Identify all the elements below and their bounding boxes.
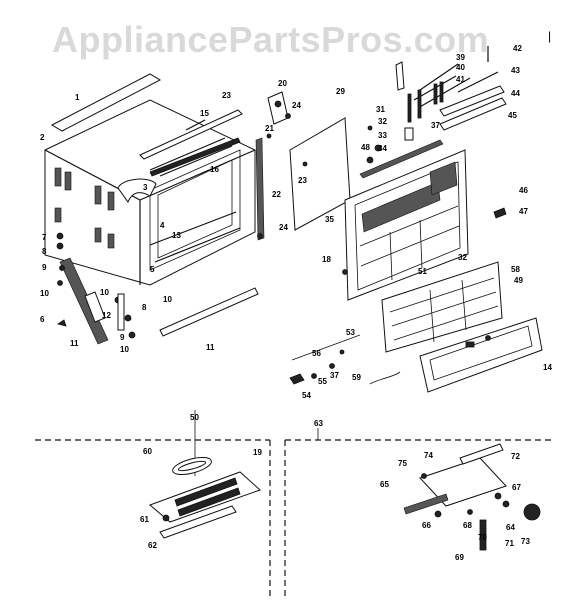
section-dividers xyxy=(35,410,555,600)
callout-c63: 63 xyxy=(314,419,323,428)
callout-c20: 20 xyxy=(278,79,287,88)
callout-c39: 39 xyxy=(456,53,465,62)
callout-c10a: 10 xyxy=(40,289,49,298)
callout-c32b: 32 xyxy=(458,253,467,262)
callout-c15: 15 xyxy=(200,109,209,118)
callout-c49: 49 xyxy=(514,276,523,285)
callout-c11a: 11 xyxy=(70,339,79,348)
callout-c35: 35 xyxy=(325,215,334,224)
callout-c50: 50 xyxy=(190,413,199,422)
callout-c62: 62 xyxy=(148,541,157,550)
callout-c29: 29 xyxy=(336,87,345,96)
callout-c10b: 10 xyxy=(100,288,109,297)
callout-c13: 13 xyxy=(172,231,181,240)
callout-c69: 69 xyxy=(455,553,464,562)
callout-c60: 60 xyxy=(143,447,152,456)
callout-c65: 65 xyxy=(380,480,389,489)
callout-c10c: 10 xyxy=(163,295,172,304)
cabinet-assembly xyxy=(44,73,259,345)
cabinet-louvers xyxy=(54,167,115,249)
callout-c21: 21 xyxy=(265,124,274,133)
callout-c58: 58 xyxy=(511,265,520,274)
callout-c24b: 24 xyxy=(279,223,288,232)
front-grille-assembly xyxy=(342,125,507,301)
callout-c1: 1 xyxy=(75,93,80,102)
callout-c18: 18 xyxy=(322,255,331,264)
callout-c64: 64 xyxy=(506,523,515,532)
callout-c37b: 37 xyxy=(330,371,339,380)
corner-mark: | xyxy=(548,29,551,43)
callout-c5: 5 xyxy=(150,265,155,274)
callout-c41: 41 xyxy=(456,75,465,84)
callout-c9a: 9 xyxy=(42,263,47,272)
callout-c8b: 8 xyxy=(142,303,147,312)
callout-c51: 51 xyxy=(418,267,427,276)
callout-c24a: 24 xyxy=(292,101,301,110)
callout-c16: 16 xyxy=(210,165,219,174)
callout-c6: 6 xyxy=(40,315,45,324)
callout-c46: 46 xyxy=(519,186,528,195)
callout-c73: 73 xyxy=(521,537,530,546)
callout-c14: 14 xyxy=(543,363,552,372)
callout-c74: 74 xyxy=(424,451,433,460)
callout-c44: 44 xyxy=(511,89,520,98)
callout-c66: 66 xyxy=(422,521,431,530)
callout-c70: 70 xyxy=(478,533,487,542)
side-panel xyxy=(289,117,351,231)
callout-c8a: 8 xyxy=(42,247,47,256)
knob-hardware xyxy=(289,334,401,385)
callout-c40: 40 xyxy=(456,63,465,72)
callout-c37a: 37 xyxy=(431,121,440,130)
callout-c61: 61 xyxy=(140,515,149,524)
mount-bracket-assembly xyxy=(255,91,291,241)
control-rods xyxy=(395,46,507,131)
callout-c42: 42 xyxy=(513,44,522,53)
callout-c67: 67 xyxy=(512,483,521,492)
callout-c23b: 23 xyxy=(298,176,307,185)
front-panel-lower xyxy=(381,261,503,353)
callout-c11b: 11 xyxy=(206,343,215,352)
callout-c33: 33 xyxy=(378,131,387,140)
callout-c47: 47 xyxy=(519,207,528,216)
callout-c54: 54 xyxy=(302,391,311,400)
callout-c7: 7 xyxy=(42,233,47,242)
callout-c55: 55 xyxy=(318,377,327,386)
callout-c23a: 23 xyxy=(222,91,231,100)
callout-c2: 2 xyxy=(40,133,45,142)
callout-c53: 53 xyxy=(346,328,355,337)
mounting-kit-assembly xyxy=(403,443,541,551)
callout-c19: 19 xyxy=(253,448,262,457)
watermark-text: AppliancePartsPros.com xyxy=(52,19,489,60)
callout-c59: 59 xyxy=(352,373,361,382)
callout-c45: 45 xyxy=(508,111,517,120)
callout-c31: 31 xyxy=(376,105,385,114)
control-panel-14 xyxy=(419,317,543,393)
callout-c68: 68 xyxy=(463,521,472,530)
callout-c32a: 32 xyxy=(378,117,387,126)
callout-c12: 12 xyxy=(102,311,111,320)
callout-c72: 72 xyxy=(511,452,520,461)
drain-kit-assembly xyxy=(149,456,261,539)
callout-c48: 48 xyxy=(361,143,370,152)
callout-c56: 56 xyxy=(312,349,321,358)
callout-c4: 4 xyxy=(160,221,165,230)
callout-c34: 34 xyxy=(378,144,387,153)
callout-c75: 75 xyxy=(398,459,407,468)
callout-c10d: 10 xyxy=(120,345,129,354)
callout-c71: 71 xyxy=(505,539,514,548)
callout-c9b: 9 xyxy=(120,333,125,342)
callout-c22: 22 xyxy=(272,190,281,199)
callout-c43: 43 xyxy=(511,66,520,75)
callout-c3: 3 xyxy=(143,183,148,192)
